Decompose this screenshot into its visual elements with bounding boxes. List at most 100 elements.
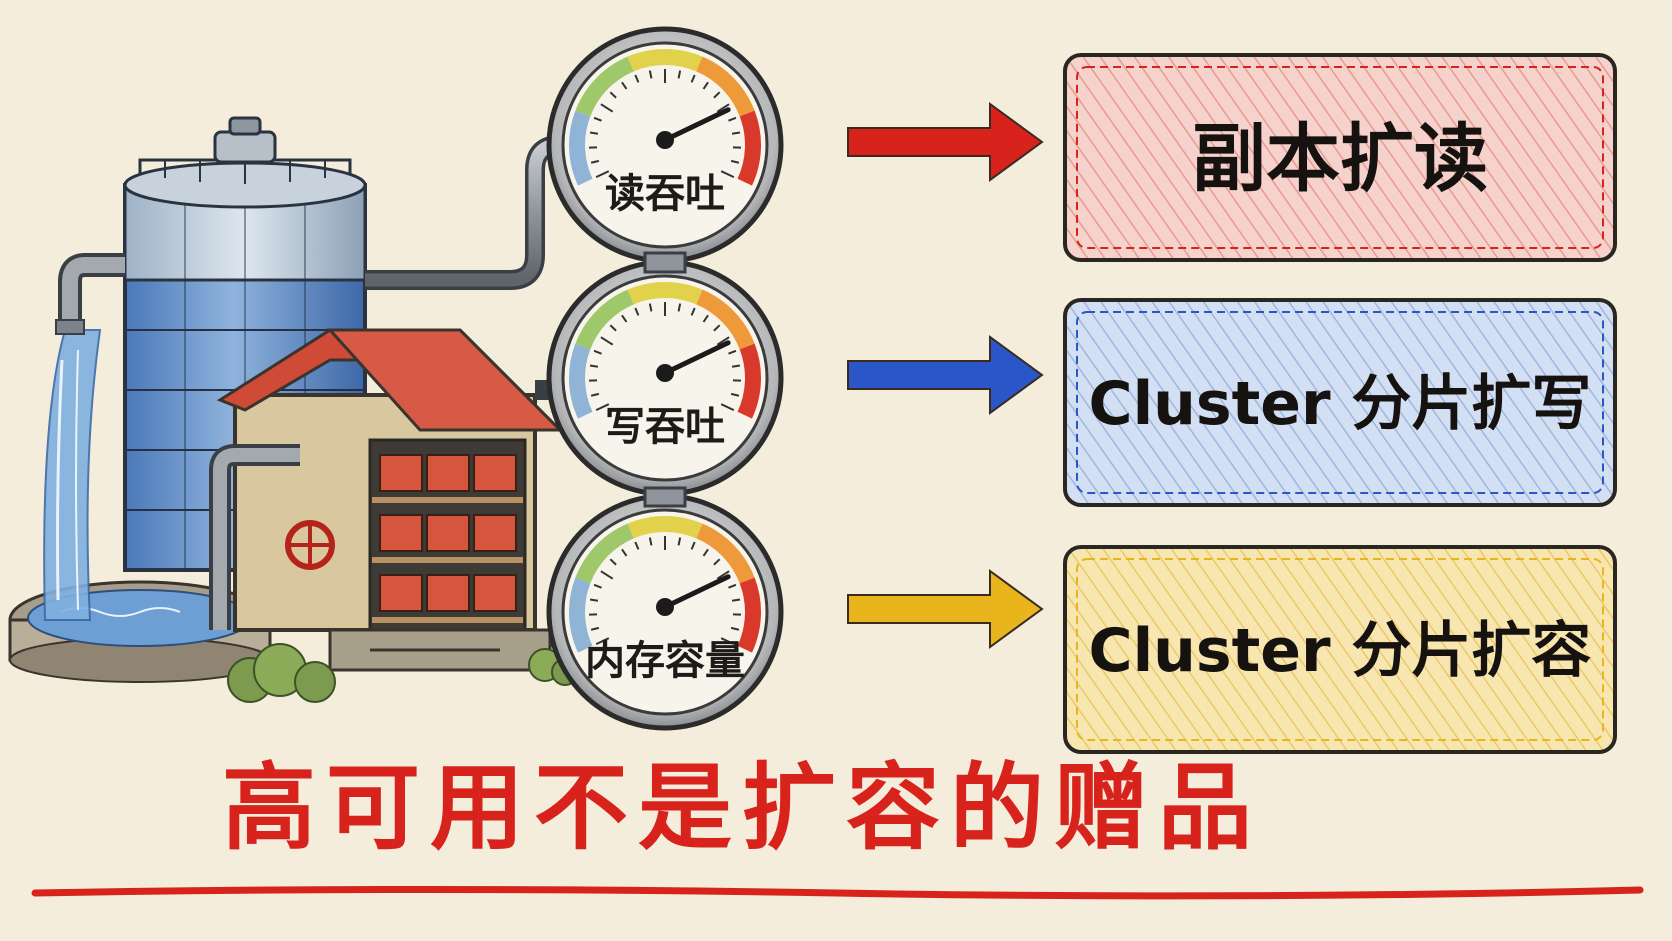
gauge-tick [713,558,721,566]
solution-label: 副本扩读 [1192,116,1488,202]
gauge-tick [589,598,599,602]
gauge-needle [662,574,731,610]
gauge-needle [662,340,731,376]
arrow-right-icon [847,102,1044,182]
valve-wheel-icon [209,444,335,630]
gauge-arc-segment [696,523,755,584]
storage-boxes [372,454,523,623]
gauge-tick [634,74,640,83]
gauge-tick [609,324,617,332]
gauge-arc-segment [627,282,703,305]
gauge-tick [716,103,730,113]
gauge-hub [656,364,674,382]
solution-box-inner-border [1076,311,1604,494]
gauge-tick [728,349,737,355]
gauge-tick [609,558,617,566]
gauge-tick [731,364,741,368]
gauge-tick [702,314,709,323]
gauge-tick [621,81,628,90]
arrow-right-icon [847,569,1044,649]
gauge-tick [600,336,614,346]
gauge-arc-segment [569,343,593,419]
gauge-arc-segment [696,289,755,350]
arrow-right-icon [847,335,1044,415]
bushes [227,643,579,703]
gauge-3: 内存容量 [546,493,784,731]
gauge-tick [730,159,740,164]
gauge-needle [662,107,731,143]
arrow-3 [847,569,1044,649]
gauge-tick [720,170,735,179]
gauge-tick [716,570,730,580]
gauge-arc-segment [627,49,703,72]
arrow-1 [847,102,1044,182]
gauge-tick [593,116,602,122]
gauge-connector [643,251,687,274]
solution-box-inner-border [1076,66,1604,249]
gauge-connector [643,486,687,508]
gauge-arc-segment [737,110,761,186]
gauge-tick [595,403,610,412]
gauge-tick [730,626,740,631]
solution-column: 副本扩读 Cluster 分片扩写 Cluster 分片扩容 [1063,53,1617,754]
title-block: 高可用不是扩容的赠品 [31,754,1644,900]
gauge-tick [702,548,709,557]
gauge-tick [728,583,737,589]
gauge-tick [590,392,600,397]
gauge-arc-segment [696,56,755,117]
gauge-tick [716,336,730,346]
title-underline [31,886,1644,900]
gauge-tick [720,403,735,412]
gauge-tick [728,116,737,122]
gauge-arc-segment [575,523,634,584]
gauge-tick [730,392,740,397]
solution-label: Cluster 分片扩容 [1089,616,1592,686]
gauge-tick [731,131,741,135]
gauge-2: 写吞吐 [546,259,784,497]
gauge-tick [677,303,682,312]
solution-box-frame [1063,545,1617,754]
gauge-tick [595,170,610,179]
gauge-tick [648,303,653,312]
gauge-tick [600,103,614,113]
gauge-tick [677,537,682,546]
gauge-tick [634,307,640,316]
gauge-label: 内存容量 [585,638,745,684]
gauge-tick [648,70,653,79]
gauge-tick [593,583,602,589]
gauge-tick [590,159,600,164]
gauge-tick [690,307,696,316]
gauge-arc-segment [627,516,703,539]
gauge-tick [589,131,599,135]
gauge-tick [702,81,709,90]
gauge-arc-segment [737,343,761,419]
gauge-tick [713,324,721,332]
arrow-2 [847,335,1044,415]
gauge-tick [731,598,741,602]
gauge-tick [621,314,628,323]
waterfall [43,329,102,621]
gauge-tick [609,91,617,99]
outlet-pipe [55,253,125,335]
gauge-tick [590,626,600,631]
arrow-column [847,102,1044,649]
gauge-arc-segment [569,577,593,653]
water-tank-illustration [8,116,590,703]
gauge-tick [589,364,599,368]
solution-box-frame [1063,298,1617,507]
gauge-tick [593,349,602,355]
gauge-tick [648,537,653,546]
gauge-hub [656,131,674,149]
solution-box-1: 副本扩读 [1063,53,1617,262]
gauge-tick [690,74,696,83]
gauge-tick [621,548,628,557]
gauge-hub [656,598,674,616]
gauge-tick [595,637,610,646]
gauge-tick [690,541,696,550]
gauge-label: 读吞吐 [605,171,725,217]
solution-box-frame [1063,53,1617,262]
solution-box-2: Cluster 分片扩写 [1063,298,1617,507]
solution-box-inner-border [1076,558,1604,741]
